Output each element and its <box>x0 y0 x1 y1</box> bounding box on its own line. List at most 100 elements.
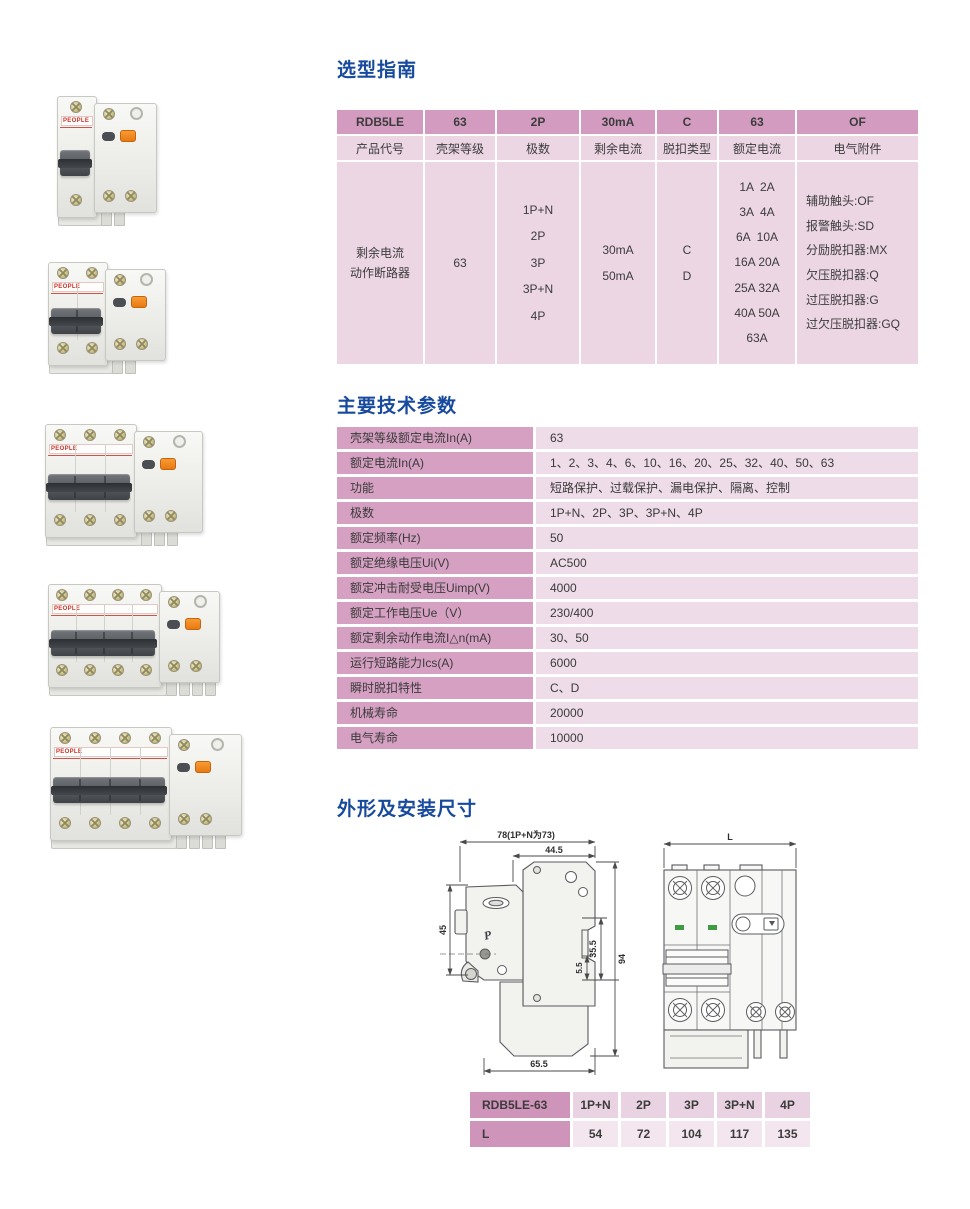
brand-underline <box>48 455 132 456</box>
screw-icon <box>114 429 126 441</box>
param-label: 瞬时脱扣特性 <box>337 677 533 699</box>
detail-pole-options: 1P+N 2P 3P 3P+N 4P <box>497 162 579 364</box>
tech-params-table: 壳架等级额定电流In(A)63 额定电流In(A)1、2、3、4、6、10、16… <box>337 427 918 752</box>
table-row: 额定剩余动作电流I△n(mA)30、50 <box>337 627 918 649</box>
dim-total-height: 94 <box>617 954 627 964</box>
toggle-assembly <box>662 949 732 987</box>
code-cell: 30mA <box>581 110 655 134</box>
handle-tie-bar <box>49 639 157 648</box>
param-value: C、D <box>536 677 918 699</box>
column-label: 脱扣类型 <box>657 136 717 160</box>
screw-icon <box>59 817 71 829</box>
breaker-photo-4p: PEOPLE <box>50 727 242 857</box>
screw-icon <box>70 194 82 206</box>
screw-icon <box>149 732 161 744</box>
screw-icon <box>178 739 190 751</box>
column-label: 剩余电流 <box>581 136 655 160</box>
indicator-window <box>177 763 190 772</box>
screw-icon <box>190 660 202 672</box>
param-label: 运行短路能力Ics(A) <box>337 652 533 674</box>
handle-tie-bar <box>51 786 167 795</box>
dimension-lines <box>663 841 797 868</box>
code-cell: C <box>657 110 717 134</box>
screw-icon <box>56 664 68 676</box>
brand-label: PEOPLE <box>52 604 158 614</box>
screw-icon <box>85 267 98 279</box>
front-view-drawing: L <box>662 832 797 1069</box>
screw-icon <box>125 190 137 202</box>
table-row: 额定冲击耐受电压Uimp(V)4000 <box>337 577 918 599</box>
screw-icon <box>140 664 152 676</box>
detail-product-name: 剩余电流 动作断路器 <box>337 162 423 364</box>
brand-mark: P <box>482 927 493 943</box>
screw-icon <box>143 510 155 522</box>
code-cell: 63 <box>425 110 495 134</box>
column-label: 电气附件 <box>797 136 918 160</box>
test-button <box>195 761 211 773</box>
test-arrow-icon <box>769 921 775 926</box>
code-cell: OF <box>797 110 918 134</box>
length-value: 135 <box>765 1121 810 1147</box>
screw-icon <box>59 732 71 744</box>
dimension-labels: 78(1P+N为73) 44.5 45 94 35.5 5.5 65.5 <box>438 830 627 1069</box>
detail-trip-types: C D <box>657 162 717 364</box>
length-value: 54 <box>573 1121 618 1147</box>
table-row: 运行短路能力Ics(A)6000 <box>337 652 918 674</box>
toggle-handle <box>51 777 167 803</box>
column-label: 产品代号 <box>337 136 423 160</box>
screw-icon <box>103 190 115 202</box>
screw-icon <box>168 596 180 608</box>
screw-icon <box>56 267 69 279</box>
handle-tie-bar <box>662 963 732 975</box>
table-row: 额定频率(Hz)50 <box>337 527 918 549</box>
param-value: 1P+N、2P、3P、3P+N、4P <box>536 502 918 524</box>
code-cell: 2P <box>497 110 579 134</box>
screw-icon <box>143 436 155 448</box>
param-value: 10000 <box>536 727 918 749</box>
dim-front-height: 45 <box>438 925 448 935</box>
param-label: 额定电流In(A) <box>337 452 533 474</box>
dim-width-L: L <box>727 832 733 842</box>
screw-icon <box>168 660 180 672</box>
breaker-photo-2p: PEOPLE <box>48 262 166 382</box>
bell-cover-icon <box>173 435 186 448</box>
toggle-side <box>454 909 468 935</box>
pole-header: 1P+N <box>573 1092 618 1118</box>
test-button <box>120 130 136 142</box>
toggle-handle <box>58 150 92 176</box>
screw-icon <box>103 108 115 120</box>
screw-icon <box>56 342 69 354</box>
param-value: 20000 <box>536 702 918 724</box>
toggle-handle <box>46 474 132 500</box>
indicator-window <box>102 132 115 141</box>
pole-header: 3P+N <box>717 1092 762 1118</box>
detail-current-ratings: 1A 2A 3A 4A 6A 10A 16A 20A 25A 32A 40A 5… <box>719 162 795 364</box>
screw-icon <box>119 732 131 744</box>
table-row: 功能短路保护、过载保护、漏电保护、隔离、控制 <box>337 477 918 499</box>
param-value: 短路保护、过载保护、漏电保护、隔离、控制 <box>536 477 918 499</box>
bell-cover-icon <box>194 595 207 608</box>
screw-icon <box>84 589 96 601</box>
detail-residual-options: 30mA 50mA <box>581 162 655 364</box>
screw-icon <box>84 664 96 676</box>
param-value: 6000 <box>536 652 918 674</box>
screw-icon <box>200 813 212 825</box>
brand-label: PEOPLE <box>49 444 133 454</box>
screw-icon <box>165 510 177 522</box>
param-label: 极数 <box>337 502 533 524</box>
length-label: L <box>470 1121 570 1147</box>
handle-tie-bar <box>46 483 132 492</box>
param-value: 50 <box>536 527 918 549</box>
test-button <box>131 296 147 308</box>
table-row: 额定电流In(A)1、2、3、4、6、10、16、20、25、32、40、50、… <box>337 452 918 474</box>
toggle-handle <box>49 630 157 656</box>
bell-cover-icon <box>140 273 153 286</box>
screw-icon <box>70 101 82 113</box>
handle-tie-bar <box>58 159 92 168</box>
screw-icon <box>114 514 126 526</box>
detail-frame-rating: 63 <box>425 162 495 364</box>
dim-rail-offset: 5.5 <box>575 962 584 974</box>
